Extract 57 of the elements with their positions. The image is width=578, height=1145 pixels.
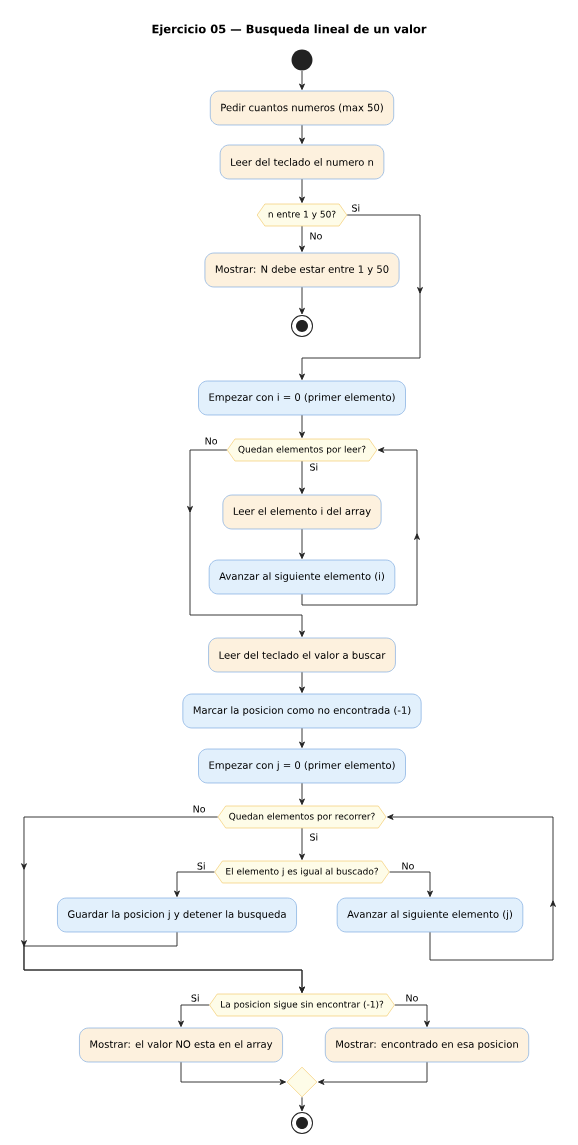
- action-box: Empezar con j = 0 (primer elemento): [198, 748, 406, 784]
- arrow: [394, 1004, 430, 1028]
- arrow: [299, 214, 423, 381]
- action-box: Pedir cuantos numeros (max 50): [210, 90, 395, 126]
- merge-diamond: [286, 1066, 318, 1098]
- arrow: [299, 782, 305, 806]
- action-box: Marcar la posicion como no encontrada (-1): [182, 693, 422, 729]
- arrow: [178, 1004, 210, 1028]
- start-dot: [291, 49, 313, 71]
- arrow: [174, 871, 215, 898]
- arrow: [318, 1061, 428, 1085]
- arrow: [187, 449, 305, 638]
- arrow: [180, 1061, 287, 1085]
- edge-label: No: [191, 804, 207, 814]
- arrow: [299, 124, 305, 145]
- end-circle: [291, 1112, 313, 1134]
- action-box: Leer del teclado el numero n: [219, 144, 385, 180]
- arrow: [299, 528, 305, 560]
- arrow: [299, 460, 305, 495]
- edge-label: Si: [350, 203, 362, 213]
- action-box: Avanzar al siguiente elemento (i): [208, 559, 396, 595]
- arrow: [301, 447, 420, 606]
- action-box: Leer del teclado el valor a buscar: [208, 637, 396, 673]
- edge-label: Si: [308, 462, 320, 472]
- arrow: [299, 671, 305, 694]
- action-box: Guardar la posicion j y detener la busqueda: [57, 897, 297, 933]
- decision-hexagon: El elemento j es igual al buscado?: [214, 860, 390, 884]
- action-box: Avanzar al siguiente elemento (j): [336, 897, 524, 933]
- action-box: Mostrar: el valor NO esta en el array: [79, 1027, 283, 1063]
- arrow: [299, 225, 305, 253]
- arrow: [299, 70, 305, 91]
- decision-hexagon: Quedan elementos por recorrer?: [217, 805, 387, 829]
- arrow: [389, 871, 433, 898]
- decision-hexagon: n entre 1 y 50?: [256, 203, 348, 227]
- action-box: Mostrar: N debe estar entre 1 y 50: [204, 252, 400, 288]
- edge-label: No: [400, 861, 416, 871]
- arrow: [299, 727, 305, 749]
- arrow: [299, 414, 305, 439]
- decision-hexagon: La posicion sigue sin encontrar (-1)?: [209, 993, 395, 1017]
- arrow: [299, 286, 305, 315]
- end-circle: [291, 315, 313, 337]
- action-box: Leer el elemento i del array: [222, 494, 382, 530]
- arrow: [21, 931, 305, 994]
- edge-label: Si: [195, 861, 207, 871]
- decision-hexagon: Quedan elementos por leer?: [226, 438, 378, 462]
- edge-label: No: [308, 231, 324, 241]
- arrow: [387, 814, 556, 961]
- arrow: [299, 178, 305, 204]
- arrow: [299, 1096, 305, 1112]
- edge-label: Si: [189, 993, 201, 1003]
- action-box: Empezar con i = 0 (primer elemento): [198, 380, 406, 416]
- title: Ejercicio 05 — Busqueda lineal de un valor: [152, 24, 427, 36]
- edge-label: Si: [308, 832, 320, 842]
- action-box: Mostrar: encontrado en esa posicion: [325, 1027, 529, 1063]
- arrow: [299, 827, 305, 861]
- edge-label: No: [404, 993, 420, 1003]
- edge-label: No: [203, 436, 219, 446]
